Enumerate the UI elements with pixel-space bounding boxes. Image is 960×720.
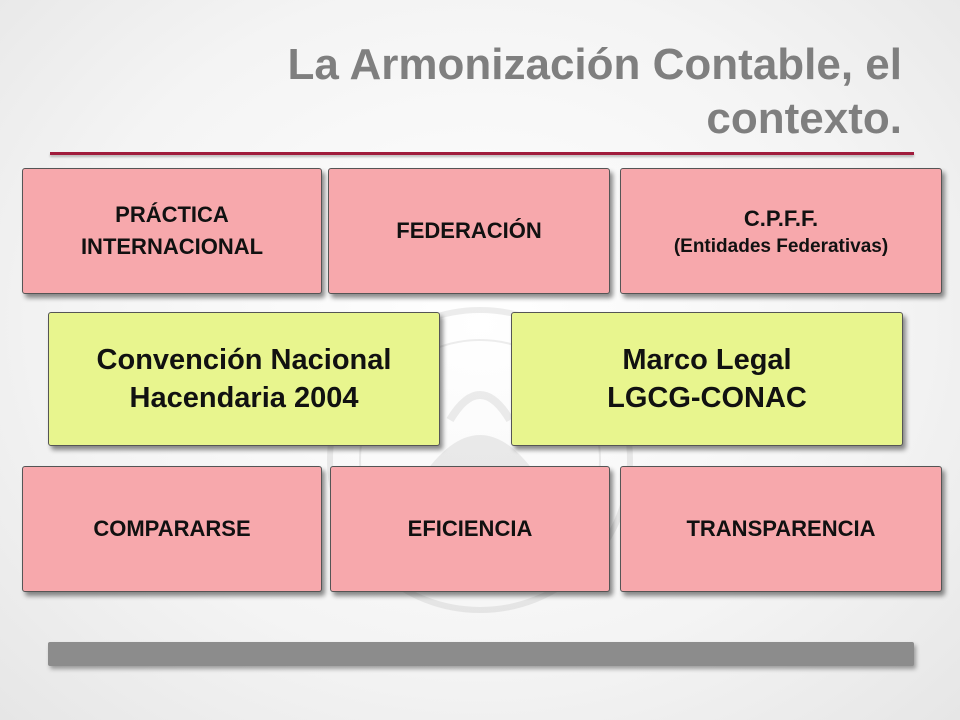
box-label-line1: TRANSPARENCIA bbox=[686, 516, 876, 541]
box-marco-legal: Marco Legal LGCG-CONAC bbox=[511, 312, 903, 446]
slide-title: La Armonización Contable, el contexto. bbox=[287, 40, 902, 143]
box-transparencia: TRANSPARENCIA bbox=[620, 466, 942, 592]
box-label-line2: INTERNACIONAL bbox=[80, 234, 264, 259]
footer-bar bbox=[48, 642, 914, 666]
box-compararse: COMPARARSE bbox=[22, 466, 322, 592]
box-practica-internacional: PRÁCTICA INTERNACIONAL bbox=[22, 168, 322, 294]
box-label-line2: (Entidades Federativas) bbox=[673, 236, 889, 257]
box-label-line2: Hacendaria 2004 bbox=[129, 382, 359, 414]
box-label-line1: Marco Legal bbox=[622, 344, 792, 376]
box-label-line1: Convención Nacional bbox=[96, 344, 392, 376]
box-label-line1: PRÁCTICA bbox=[115, 202, 229, 227]
title-divider bbox=[50, 152, 914, 155]
box-label-line1: FEDERACIÓN bbox=[396, 218, 542, 243]
box-label-line2: LGCG-CONAC bbox=[607, 382, 807, 414]
box-label-line1: EFICIENCIA bbox=[407, 516, 533, 541]
box-cpff: C.P.F.F. (Entidades Federativas) bbox=[620, 168, 942, 294]
box-eficiencia: EFICIENCIA bbox=[330, 466, 610, 592]
box-federacion: FEDERACIÓN bbox=[328, 168, 610, 294]
box-label-line1: C.P.F.F. bbox=[743, 206, 819, 231]
box-label-line1: COMPARARSE bbox=[93, 516, 251, 541]
box-convencion-nacional: Convención Nacional Hacendaria 2004 bbox=[48, 312, 440, 446]
